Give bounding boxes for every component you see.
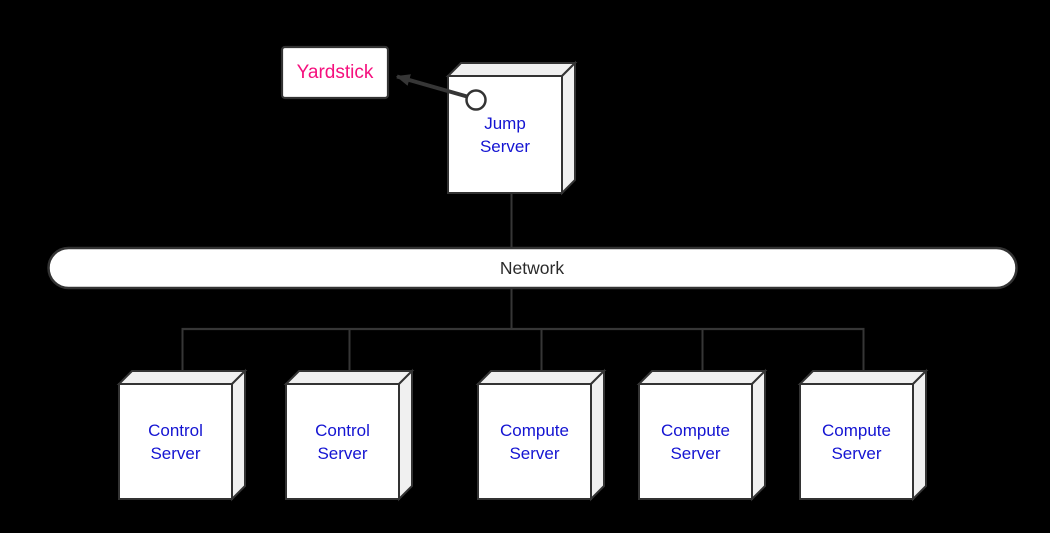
control-server-2-label: Control Server <box>286 384 399 499</box>
control-server-2-node <box>283 368 415 502</box>
compute-server-2-side-face <box>751 368 766 502</box>
jump-server-port-circle <box>465 89 487 111</box>
control-server-2-side-face <box>398 368 413 502</box>
compute-server-1-front-face <box>477 383 592 500</box>
compute-server-2-front-face <box>638 383 753 500</box>
jump-server-label: Jump Server <box>448 76 562 193</box>
jump-server-front-face <box>447 75 563 194</box>
jump-server-node <box>445 60 578 196</box>
control-server-1-label-text: Control Server <box>148 420 203 463</box>
control-server-1-label: Control Server <box>119 384 232 499</box>
control-server-2-label-text: Control Server <box>315 420 370 463</box>
compute-server-3-side-face <box>912 368 927 502</box>
compute-server-1-node <box>475 368 607 502</box>
yardstick-label-text: Yardstick <box>296 61 374 83</box>
network-bar <box>47 246 1018 290</box>
compute-server-1-label: Compute Server <box>478 384 591 499</box>
network-label-text: Network <box>499 258 565 278</box>
compute-server-2-top-face <box>636 370 768 385</box>
jump-server-side-face <box>561 60 576 196</box>
compute-server-3-node <box>797 368 929 502</box>
compute-server-3-front-face <box>799 383 914 500</box>
edge-jumpserver-to-yardstick-arrow <box>395 74 468 99</box>
jump-server-label-text: Jump Server <box>479 113 531 156</box>
compute-server-3-top-face <box>797 370 929 385</box>
compute-server-2-node <box>636 368 768 502</box>
control-server-2-front-face <box>285 383 400 500</box>
compute-server-1-side-face <box>590 368 605 502</box>
control-server-1-top-face <box>116 370 248 385</box>
compute-server-3-label-text: Compute Server <box>822 420 891 463</box>
yardstick-label: Yardstick <box>282 47 388 98</box>
compute-server-1-label-text: Compute Server <box>500 420 569 463</box>
compute-server-2-label-text: Compute Server <box>661 420 730 463</box>
compute-server-2-label: Compute Server <box>639 384 752 499</box>
control-server-1-front-face <box>118 383 233 500</box>
control-server-1-node <box>116 368 248 502</box>
yardstick-box <box>280 45 390 100</box>
jump-server-top-face <box>445 62 578 77</box>
network-label: Network <box>48 248 1016 288</box>
compute-server-3-label: Compute Server <box>800 384 913 499</box>
control-server-1-side-face <box>231 368 246 502</box>
control-server-2-top-face <box>283 370 415 385</box>
compute-server-1-top-face <box>475 370 607 385</box>
